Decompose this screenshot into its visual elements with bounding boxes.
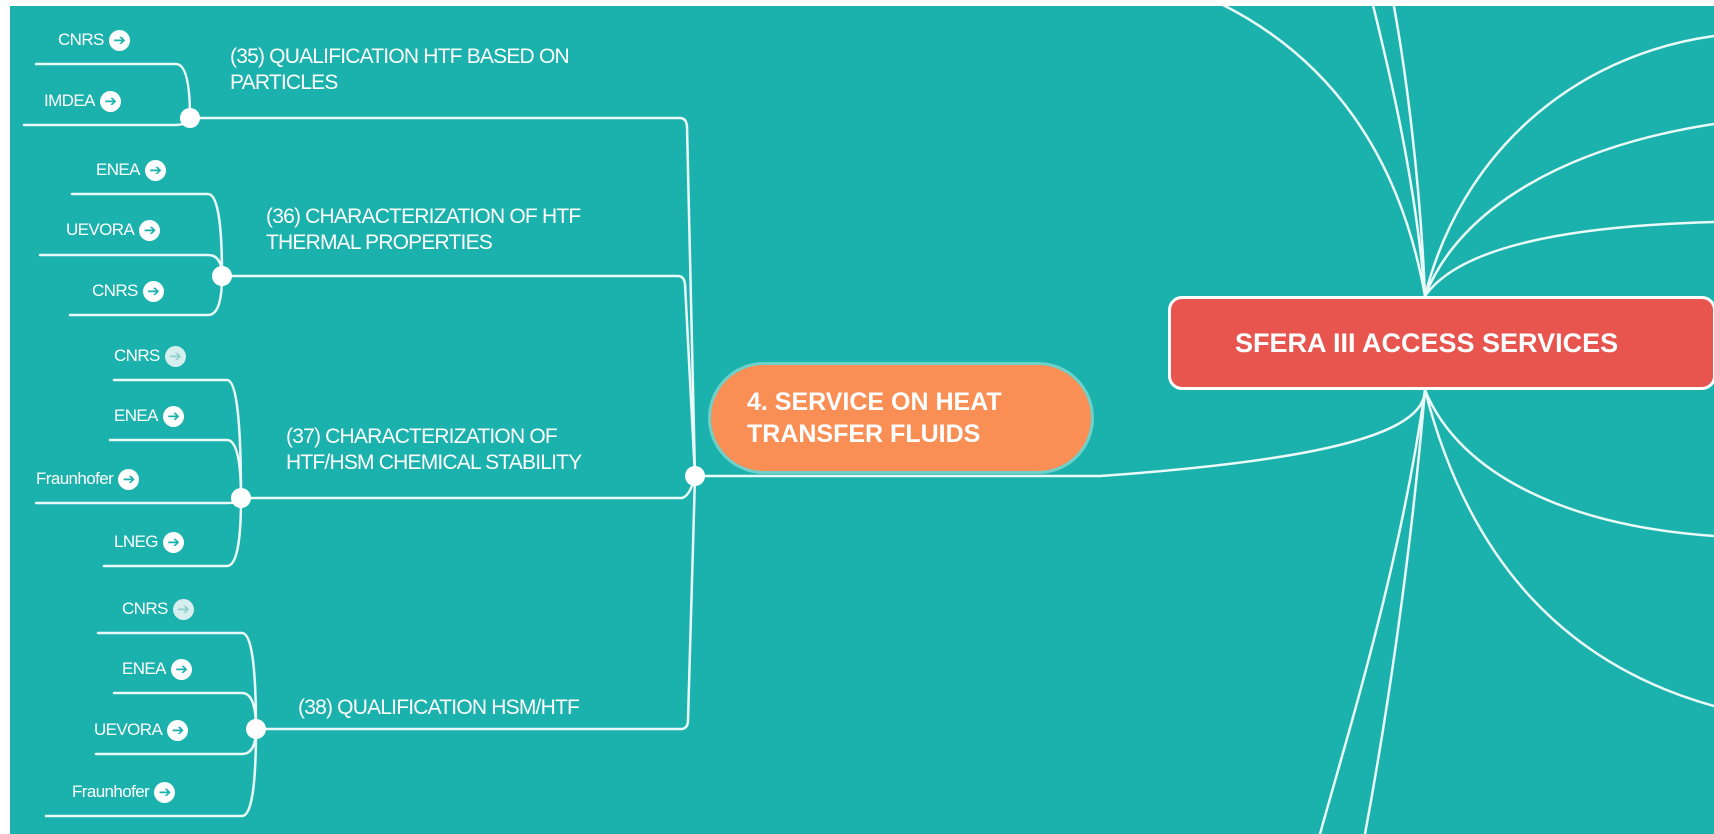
arrow-right-circle-icon[interactable]: ➔ [142, 280, 164, 302]
junction-dot-38 [246, 719, 266, 739]
root-node[interactable]: SFERA III ACCESS SERVICES [1168, 296, 1714, 390]
arrow-right-circle-icon[interactable]: ➔ [99, 90, 121, 112]
partner-leaf[interactable]: Fraunhofer ➔ [72, 780, 176, 804]
partner-leaf[interactable]: LNEG ➔ [114, 530, 184, 554]
arrow-right-circle-icon[interactable]: ➔ [139, 219, 161, 241]
arrow-right-circle-icon[interactable]: ➔ [167, 719, 189, 741]
partner-name: UEVORA [66, 220, 135, 239]
partner-leaf[interactable]: Fraunhofer ➔ [36, 467, 140, 491]
arrow-right-circle-icon[interactable]: ➔ [162, 405, 184, 427]
partner-name: Fraunhofer [72, 782, 150, 801]
arrow-right-circle-icon[interactable]: ➔ [154, 781, 176, 803]
partner-leaf[interactable]: CNRS ➔ [58, 28, 130, 52]
arrow-right-circle-icon[interactable]: ➔ [108, 29, 130, 51]
partner-name: CNRS [122, 599, 168, 618]
partner-name: UEVORA [94, 720, 163, 739]
partner-name: CNRS [114, 346, 160, 365]
service-36-line-1: (36) CHARACTERIZATION OF HTF [266, 205, 581, 228]
partner-leaf[interactable]: UEVORA ➔ [94, 718, 189, 742]
arrow-right-circle-icon[interactable]: ➔ [162, 531, 184, 553]
service-37-line-2: HTF/HSM CHEMICAL STABILITY [286, 451, 582, 474]
service-36-label[interactable]: (36) CHARACTERIZATION OF HTF THERMAL PRO… [266, 204, 581, 256]
mind-map-canvas: SFERA III ACCESS SERVICES 4. SERVICE ON … [10, 6, 1714, 834]
partner-name: IMDEA [44, 91, 95, 110]
arrow-right-circle-icon[interactable]: ➔ [118, 468, 140, 490]
partner-leaf[interactable]: CNRS ➔ [114, 344, 186, 368]
junction-dot-branch [685, 466, 705, 486]
root-node-label: SFERA III ACCESS SERVICES [1235, 327, 1619, 358]
service-38-label[interactable]: (38) QUALIFICATION HSM/HTF [298, 695, 580, 721]
partner-leaf[interactable]: ENEA ➔ [96, 158, 166, 182]
partner-name: ENEA [96, 160, 141, 179]
arrow-right-circle-icon[interactable]: ➔ [164, 345, 186, 367]
partner-name: LNEG [114, 532, 159, 551]
junction-dot-36 [212, 266, 232, 286]
partner-leaf[interactable]: CNRS ➔ [92, 279, 164, 303]
service-37-label[interactable]: (37) CHARACTERIZATION OF HTF/HSM CHEMICA… [286, 424, 582, 476]
service-35-label[interactable]: (35) QUALIFICATION HTF BASED ON PARTICLE… [230, 44, 570, 96]
junction-dot-37 [231, 488, 251, 508]
partner-name: CNRS [58, 30, 104, 49]
partner-leaf[interactable]: UEVORA ➔ [66, 218, 161, 242]
partner-leaf[interactable]: ENEA ➔ [114, 404, 184, 428]
partner-leaf[interactable]: ENEA ➔ [122, 657, 192, 681]
service-35-line-2: PARTICLES [230, 71, 338, 94]
arrow-right-circle-icon[interactable]: ➔ [144, 159, 166, 181]
service-38-line-1: (38) QUALIFICATION HSM/HTF [298, 696, 580, 719]
branch-node-heat-transfer-fluids[interactable]: 4. SERVICE ON HEAT TRANSFER FLUIDS [708, 362, 1094, 474]
service-37-line-1: (37) CHARACTERIZATION OF [286, 425, 558, 448]
partner-name: ENEA [122, 659, 167, 678]
partner-name: Fraunhofer [36, 469, 114, 488]
branch-node-line-2: TRANSFER FLUIDS [747, 420, 981, 448]
arrow-right-circle-icon[interactable]: ➔ [170, 658, 192, 680]
partner-name: CNRS [92, 281, 138, 300]
branch-node-line-1: 4. SERVICE ON HEAT [747, 388, 1002, 416]
junction-dot-35 [180, 108, 200, 128]
partner-leaf[interactable]: CNRS ➔ [122, 597, 194, 621]
partner-leaf[interactable]: IMDEA ➔ [44, 89, 121, 113]
service-36-line-2: THERMAL PROPERTIES [266, 231, 493, 254]
service-35-line-1: (35) QUALIFICATION HTF BASED ON [230, 45, 570, 68]
arrow-right-circle-icon[interactable]: ➔ [172, 598, 194, 620]
partner-name: ENEA [114, 406, 159, 425]
junction-dots [180, 108, 705, 739]
